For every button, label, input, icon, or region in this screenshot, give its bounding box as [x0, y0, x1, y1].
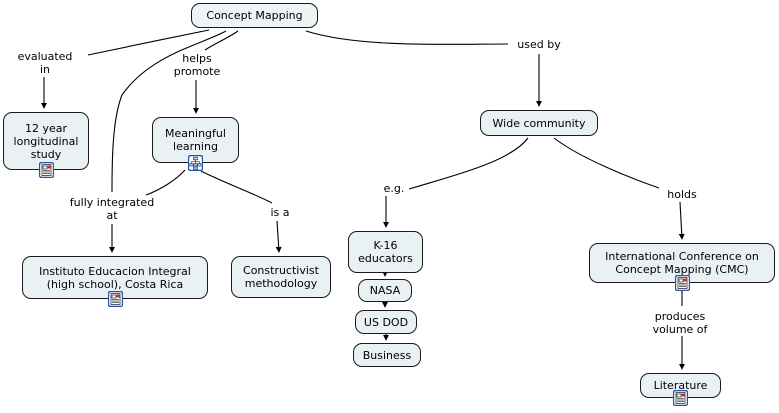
edge-concept-to-helps-promote — [204, 30, 239, 51]
edge-concept-to-used-by — [305, 30, 509, 45]
edge-label-used-by: used by — [517, 38, 561, 51]
edge-label-eg: e.g. — [383, 182, 405, 195]
edge-label-produces-volume-of: produces volume of — [652, 310, 708, 336]
resource-icon[interactable] — [107, 291, 123, 307]
edge-label-holds: holds — [667, 188, 697, 201]
node-wide-community[interactable]: Wide community — [480, 110, 598, 136]
node-nasa[interactable]: NASA — [358, 279, 412, 302]
edge-label-evaluated-in: evaluated in — [17, 50, 73, 76]
node-12-year-longitudinal-study[interactable]: 12 year longitudinal study — [3, 112, 89, 170]
node-concept-mapping[interactable]: Concept Mapping — [191, 3, 318, 28]
edge-holds-to-cmc — [678, 201, 685, 240]
node-business[interactable]: Business — [353, 343, 421, 367]
edge-is-a-to-constructivist — [275, 220, 282, 253]
node-instituto-educacion-integral[interactable]: Instituto Educacion Integral (high schoo… — [22, 256, 208, 299]
node-us-dod[interactable]: US DOD — [355, 310, 417, 334]
node-k16-educators[interactable]: K-16 educators — [348, 231, 423, 273]
edge-meaningful-to-fully-integrated — [145, 169, 186, 196]
node-constructivist-methodology[interactable]: Constructivist methodology — [231, 256, 331, 298]
resource-icon[interactable] — [38, 162, 54, 178]
concept-map-icon[interactable] — [188, 155, 203, 171]
edge-label-is-a: is a — [270, 206, 290, 219]
edge-wide-to-holds — [553, 137, 660, 189]
edge-meaningful-to-is-a — [200, 170, 273, 204]
edge-label-helps-promote: helps promote — [173, 52, 221, 78]
edge-label-fully-integrated-at: fully integrated at — [69, 196, 155, 222]
resource-icon[interactable] — [673, 390, 688, 406]
node-literature[interactable]: Literature — [640, 373, 721, 398]
edge-wide-to-eg — [408, 137, 529, 190]
resource-icon[interactable] — [674, 275, 690, 291]
